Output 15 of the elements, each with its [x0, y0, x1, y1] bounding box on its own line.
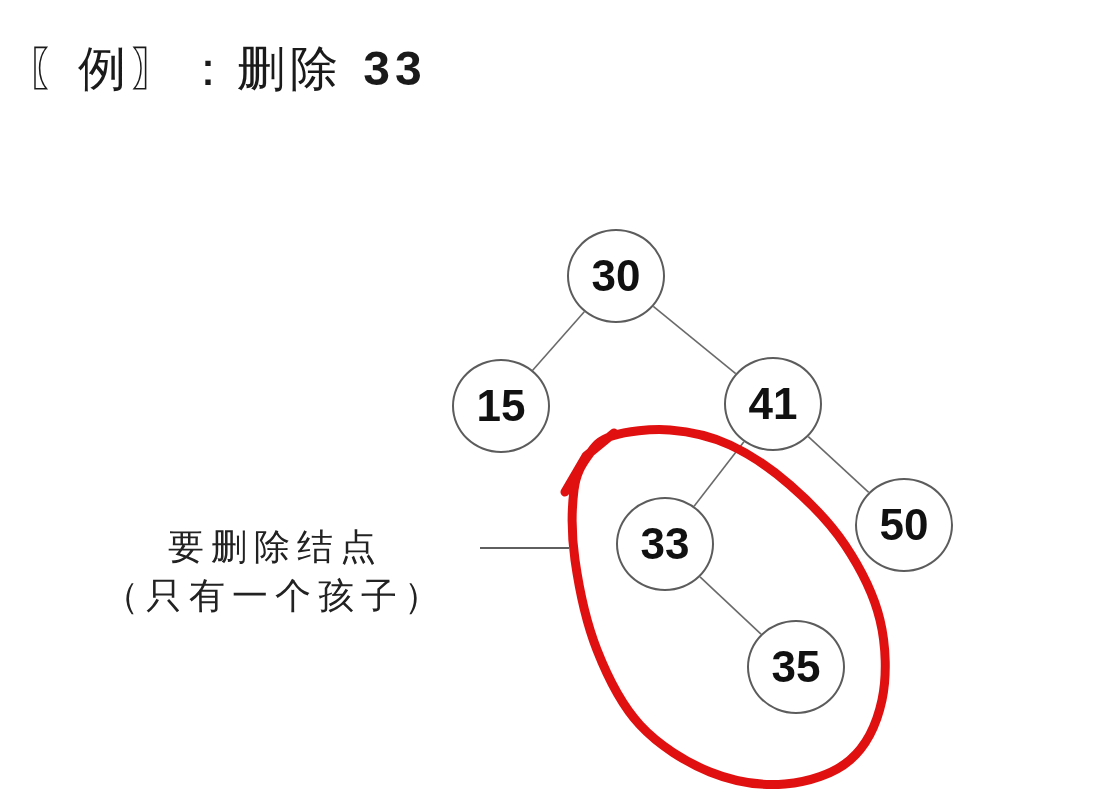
annotation-text: （只有一个孩子）: [103, 574, 447, 618]
title: 〖例〗：删除 33: [25, 40, 427, 98]
node-value: 41: [748, 382, 798, 426]
branch-line: [807, 435, 870, 494]
annotation-text: 要删除结点: [167, 525, 383, 570]
node-value: 30: [591, 254, 641, 298]
branch-line: [699, 576, 762, 635]
node-value: 15: [476, 384, 526, 428]
branch-line: [652, 305, 737, 375]
branch-line: [693, 441, 745, 507]
node-value: 33: [640, 522, 690, 566]
branch-line: [531, 311, 586, 371]
node-value: 35: [771, 645, 821, 689]
node-value: 50: [879, 503, 929, 547]
leader-line: [479, 547, 570, 549]
